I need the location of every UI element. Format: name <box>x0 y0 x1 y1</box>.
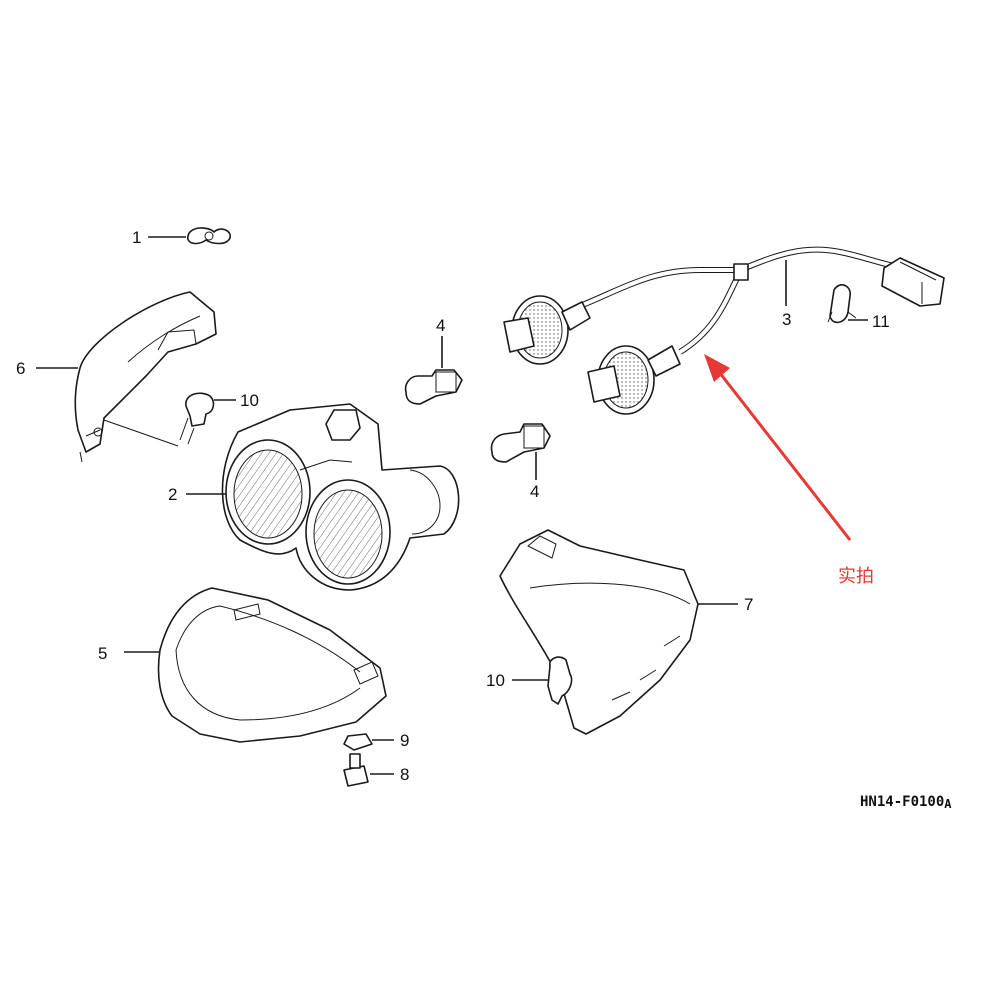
annotation-label: 实拍 <box>838 566 874 587</box>
part-8-bolt <box>343 753 394 787</box>
callout-5: 5 <box>98 644 107 663</box>
reference-suffix: A <box>944 797 952 811</box>
callout-6: 6 <box>16 359 25 378</box>
part-4-bulb-upper <box>404 336 463 405</box>
callout-4-lower: 4 <box>530 482 539 501</box>
callout-1: 1 <box>132 228 141 247</box>
part-1-clip <box>148 227 231 245</box>
callout-10-upper: 10 <box>240 391 259 410</box>
callout-11: 11 <box>872 312 890 331</box>
part-9-nut <box>343 733 394 751</box>
callout-4-upper: 4 <box>436 316 445 335</box>
callout-8: 8 <box>400 765 409 784</box>
callout-7: 7 <box>744 595 753 614</box>
part-5-lower-cover <box>124 587 387 743</box>
callout-3: 3 <box>782 310 791 329</box>
callout-9: 9 <box>400 731 409 750</box>
part-6-left-cover <box>36 291 217 463</box>
callout-10-lower: 10 <box>486 671 505 690</box>
annotation-arrow <box>704 354 852 541</box>
reference-code: HN14-F0100A <box>860 794 952 811</box>
part-10-grommet-upper <box>179 392 236 445</box>
part-10-grommet-lower <box>512 656 573 705</box>
part-4-bulb-lower <box>490 423 551 480</box>
part-2-headlight <box>186 403 460 591</box>
callout-2: 2 <box>168 485 177 504</box>
part-3-harness <box>503 246 945 415</box>
part-7-right-cover <box>499 529 738 735</box>
part-11-clamp <box>827 284 868 324</box>
